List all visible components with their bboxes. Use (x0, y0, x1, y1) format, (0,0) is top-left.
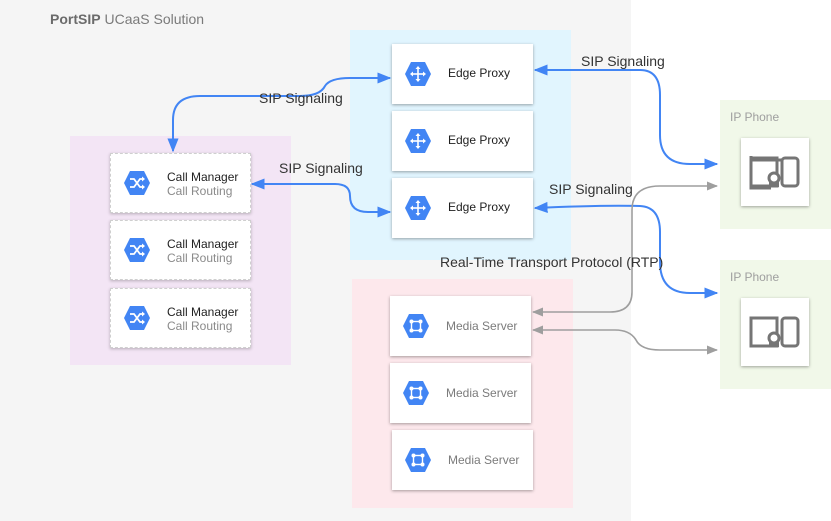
call-manager-node[interactable]: Call Manager Call Routing (110, 220, 251, 280)
sip-connector (533, 64, 719, 170)
ip-phone-label: IP Phone (730, 270, 780, 284)
rtp-connector (531, 181, 719, 317)
call-routing-label: Call Routing (167, 184, 233, 198)
call-routing-label: Call Routing (167, 251, 233, 265)
proxy-hex-icon (405, 62, 431, 86)
ip-phone-device[interactable] (741, 138, 809, 206)
diagram-title: PortSIP UCaaS Solution (50, 11, 205, 27)
media-hex-icon (405, 448, 431, 472)
sip-signaling-label: SIP Signaling (581, 53, 665, 69)
media-server-label: Media Server (448, 453, 520, 467)
shuffle-hex-icon (124, 238, 150, 262)
rtp-label: Real-Time Transport Protocol (RTP) (440, 254, 664, 270)
media-hex-icon (403, 314, 429, 338)
ip-phone-icon (749, 156, 800, 190)
edge-proxy-label: Edge Proxy (448, 200, 511, 214)
rtp-connector (531, 325, 719, 355)
edge-proxy-node[interactable]: Edge Proxy (392, 44, 533, 104)
shuffle-hex-icon (124, 306, 150, 330)
call-routing-label: Call Routing (167, 319, 233, 333)
proxy-hex-icon (405, 129, 431, 153)
sip-signaling-label: SIP Signaling (279, 160, 363, 176)
edge-proxy-label: Edge Proxy (448, 133, 511, 147)
proxy-hex-icon (405, 196, 431, 220)
edge-proxy-node[interactable]: Edge Proxy (392, 178, 533, 238)
ip-phone-device[interactable] (741, 298, 809, 366)
media-server-label: Media Server (446, 386, 518, 400)
call-manager-label: Call Manager (167, 305, 239, 319)
edge-proxy-node[interactable]: Edge Proxy (392, 111, 533, 171)
call-manager-node[interactable]: Call Manager Call Routing (110, 153, 251, 213)
sip-signaling-label: SIP Signaling (259, 90, 343, 106)
ip-phone-icon (749, 316, 800, 348)
call-manager-label: Call Manager (167, 237, 239, 251)
media-server-label: Media Server (446, 319, 518, 333)
media-server-node[interactable]: Media Server (390, 296, 531, 356)
media-server-node[interactable]: Media Server (392, 430, 533, 490)
shuffle-hex-icon (124, 171, 150, 195)
media-hex-icon (403, 381, 429, 405)
media-server-node[interactable]: Media Server (390, 363, 531, 423)
sip-connector (533, 201, 719, 299)
ip-phone-label: IP Phone (730, 110, 780, 124)
sip-connector (167, 72, 392, 153)
call-manager-label: Call Manager (167, 170, 239, 184)
edge-proxy-label: Edge Proxy (448, 66, 511, 80)
call-manager-node[interactable]: Call Manager Call Routing (110, 288, 251, 348)
sip-signaling-label: SIP Signaling (549, 181, 633, 197)
sip-connector (250, 178, 392, 218)
